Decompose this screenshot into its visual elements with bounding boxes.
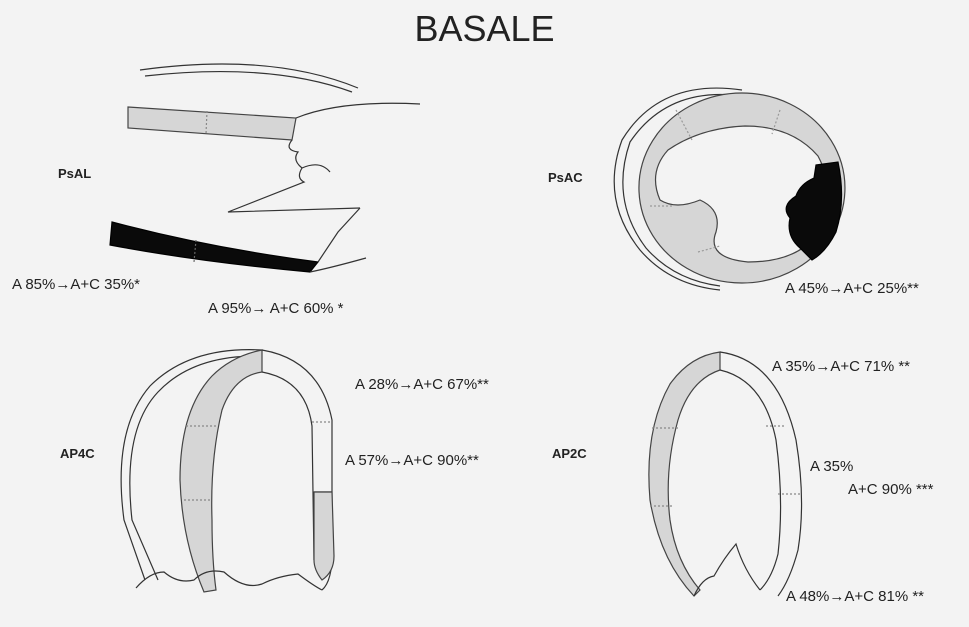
view-label-ap4c: AP4C — [60, 446, 95, 461]
ap2c-annotation-2b: A+C 90% *** — [848, 481, 933, 498]
psal-posterior-segment — [110, 222, 318, 272]
ap4c-lateral-segment — [314, 492, 334, 580]
psac-lateral-segment — [786, 162, 841, 260]
ap2c-diagram — [649, 352, 802, 596]
psac-diagram — [614, 88, 845, 290]
psal-annotation-1: A 85%→A+C 35%* — [12, 276, 140, 293]
ap4c-septal-segment — [180, 350, 262, 592]
ap2c-annotation-1: A 35%→A+C 71% ** — [772, 358, 910, 375]
ap2c-inferior-segment — [649, 352, 720, 596]
ap2c-annotation-2a: A 35% — [810, 458, 853, 475]
psac-annotation-1: A 45%→A+C 25%** — [785, 280, 919, 297]
view-label-ap2c: AP2C — [552, 446, 587, 461]
ap2c-annotation-3: A 48%→A+C 81% ** — [786, 588, 924, 605]
ap4c-annotation-2: A 57%→A+C 90%** — [345, 452, 479, 469]
view-label-psac: PsAC — [548, 170, 583, 185]
psal-diagram — [110, 64, 420, 272]
ap4c-diagram — [121, 350, 334, 592]
psal-septal-segment — [128, 107, 296, 140]
ap4c-annotation-1: A 28%→A+C 67%** — [355, 376, 489, 393]
view-label-psal: PsAL — [58, 166, 91, 181]
psal-annotation-2: A 95%→ A+C 60% * — [208, 300, 344, 317]
